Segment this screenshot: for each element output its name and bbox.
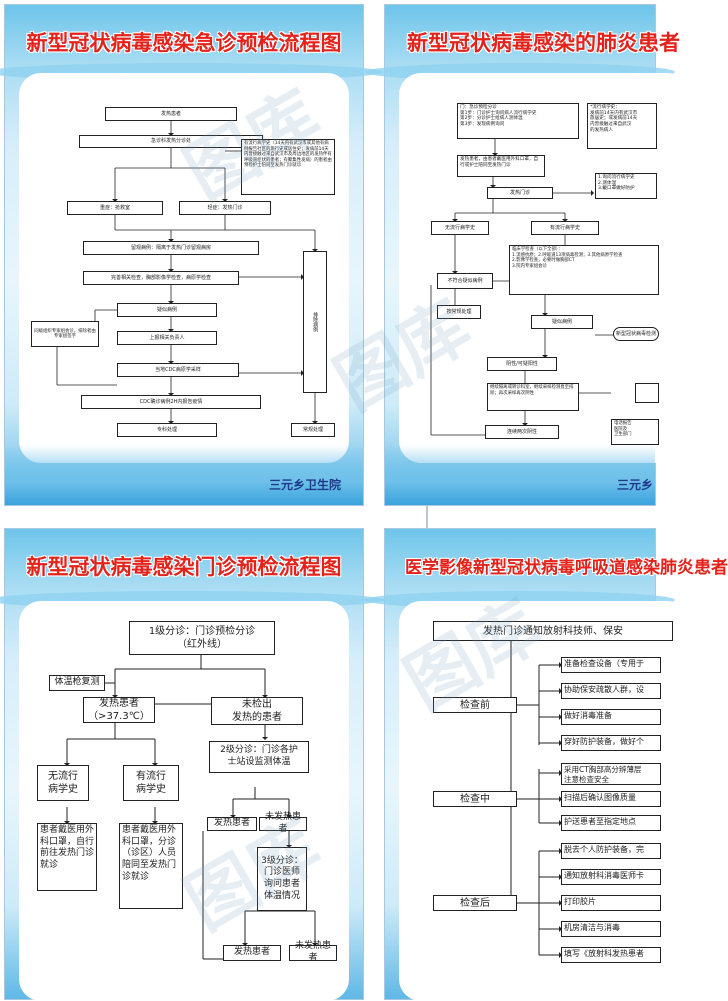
step-room-cleaning: 机房清洁与消毒 — [561, 921, 661, 937]
box-triage-steps: 门：急诊预检分诊 第1步：门诊护士询问病人流行病学史 第2步：分诊护士给病人测体… — [457, 103, 579, 139]
step-fill-record: 填写《放射科发热患者 — [561, 947, 661, 963]
box-virus-test: 新型冠状病毒检测 — [613, 327, 659, 341]
box-fever-level2: 发热患者 — [207, 817, 257, 831]
box-no-epi-history: 无流行 病学史 — [37, 765, 89, 801]
box-report-leader: 上报相关负责人 — [117, 331, 217, 345]
box-fever-found: 发热患者，由患者戴医用外科口罩，自行或护士陪同至发热门诊 — [457, 155, 545, 177]
box-examinations: 完善相关检查，胸部影像学检查，病原学检查 — [83, 271, 239, 285]
box-two-negatives: 连续两次阴性 — [485, 425, 559, 439]
decor-wave — [5, 445, 363, 505]
box-triage-desk: 急诊科发热分诊处 — [79, 135, 263, 148]
board-title: 医学影像新型冠状病毒呼吸道感染肺炎患者 — [405, 558, 728, 578]
flow-arrows — [510, 641, 562, 958]
box-epi-history-note: *流行病学史： 发病前14天内有武汉市 旅居史；或发病前14天 内曾接触过来自武… — [587, 103, 657, 149]
box-cdc-confirmed: CDC确诊病例2H内报告疫情 — [81, 395, 261, 409]
box-during-exam: 检查中 — [433, 791, 517, 807]
box-not-suspected: 不符合疑似病例 — [437, 273, 493, 289]
box-routine-handling: 按常规处理 — [437, 305, 481, 319]
box-clinical-tests: 临床学检查（以下全部）： 1.流感抗原；2.呼吸道13项病毒检测；3.其他病原学… — [509, 245, 659, 295]
box-fever-clinic: 发热门诊 — [487, 187, 553, 199]
box-fever-patient: 发热患者 （>37.3℃） — [83, 697, 155, 723]
box-routine: 常规处理 — [291, 423, 335, 437]
box-no-fever-level2: 未发热患者 — [259, 812, 307, 834]
box-level1-triage: 1级分诊：门诊预检分诊 （红外线） — [129, 621, 275, 655]
hospital-name: 三元乡卫生院 — [268, 478, 341, 492]
flow-arrows — [56, 121, 318, 424]
box-suspected-case: 疑似病例 — [117, 303, 217, 317]
box-severe-rescue: 重症：抢救室 — [67, 201, 163, 215]
box-before-exam: 检查前 — [433, 697, 517, 713]
step-print-film: 打印胶片 — [561, 895, 661, 911]
board-emergency-flowchart: 新型冠状病毒感染急诊预检流程图 三元乡卫生院 — [0, 4, 383, 506]
box-fever-level3: 发热患者 — [223, 945, 281, 961]
box-notify-technician: 发热门诊通知放射科技师、保安 — [433, 621, 673, 641]
box-mild-fever-clinic: 轻症：发热门诊 — [179, 201, 271, 215]
board-title: 新型冠状病毒感染的肺炎患者 — [407, 31, 680, 55]
box-no-fever: 未检出 发热的患者 — [211, 697, 303, 725]
box-specialist: 专科处理 — [117, 423, 217, 437]
hospital-name: 三元乡 — [617, 478, 654, 492]
flow-arrows — [64, 655, 318, 960]
box-escorted-clinic: 患者戴医用外科口罩，分诊（诊区）人员陪同至发热门诊就诊 — [119, 823, 183, 909]
step-ct-scan: 采用CT胸部高分辨薄层 注意检查安全 — [561, 763, 661, 785]
box-no-fever-level3: 未发热患者 — [289, 941, 337, 963]
step-image-quality: 扫描后确认图像质量 — [561, 791, 661, 807]
box-epidemiology-note: 有流行病学史（14天内有武汉市或其他有病例报告社区的旅行史或居住史；发病前14天… — [241, 139, 335, 195]
step-prepare-device: 准备检查设备（专用于 — [561, 657, 661, 673]
box-expert-consult: 同级组织专家组会诊，排除者由专家组签字 — [31, 321, 99, 347]
box-continue-isolation: 继续隔离或转诊科室，继续采样检测直至排除；再次采样再次阴性 — [487, 383, 579, 411]
box-phone-report: 电话报告 医院及 卫生部门 — [611, 419, 659, 445]
step-crowd-control: 协助保安疏散人群，设 — [561, 683, 661, 699]
step-remove-gear: 脱去个人防护装备，完 — [561, 843, 661, 859]
board-title: 新型冠状病毒感染急诊预检流程图 — [26, 31, 342, 55]
step-protective-gear: 穿好防护装备，做好个 — [561, 735, 661, 751]
board-pneumonia-flowchart: 新型冠状病毒感染的肺炎患者 三元乡 — [365, 4, 689, 506]
box-after-exam: 检查后 — [433, 895, 517, 911]
step-escort-patient: 护送患者至指定地点 — [561, 815, 661, 831]
box-has-epi-history: 有流行 病学史 — [123, 765, 179, 801]
board-outpatient-flowchart: 新型冠状病毒感染门诊预检流程图 — [0, 528, 383, 1001]
decor-wave — [385, 445, 655, 505]
board-title: 新型冠状病毒感染门诊预检流程图 — [26, 555, 342, 579]
box-cdc-sampling: 当地CDC病原学采样 — [117, 363, 239, 377]
box-clinic-actions: 1.询问流行病学史 2.测体温 3.戴口罩做好防护 — [595, 173, 657, 199]
box-suspected-case: 疑似病例 — [531, 315, 593, 329]
box-self-clinic: 患者戴医用外科口罩，自行前往发热门诊就诊 — [37, 823, 97, 891]
box-level2-triage: 2级分诊：门诊各护 士站设监测体温 — [209, 741, 309, 773]
box-level3-triage: 3级分诊： 门诊医师 询问患者 体温情况 — [257, 847, 307, 911]
step-disinfection-prep: 做好消毒准备 — [561, 709, 661, 725]
box-observation: 留观病例：隔离于发热门诊留观病房 — [83, 241, 259, 255]
box-right-edge — [635, 383, 659, 403]
box-fever-patient: 发热患者 — [105, 107, 237, 121]
box-no-epi-history: 无流行病学史 — [431, 221, 489, 235]
board-imaging-flowchart: 医学影像新型冠状病毒呼吸道感染肺炎患者 — [365, 528, 728, 1001]
box-has-epi-history: 有流行病学史 — [531, 221, 599, 235]
box-temp-retest: 体温枪复测 — [49, 675, 105, 691]
flow-arrows — [430, 139, 615, 436]
content-panel — [19, 601, 349, 1001]
step-notify-disinfection: 通知放射科消毒医师卡 — [561, 869, 661, 885]
box-excluded-case: 排除病例 — [303, 251, 327, 393]
box-negative: 阴性/可疑阳性 — [487, 357, 557, 371]
